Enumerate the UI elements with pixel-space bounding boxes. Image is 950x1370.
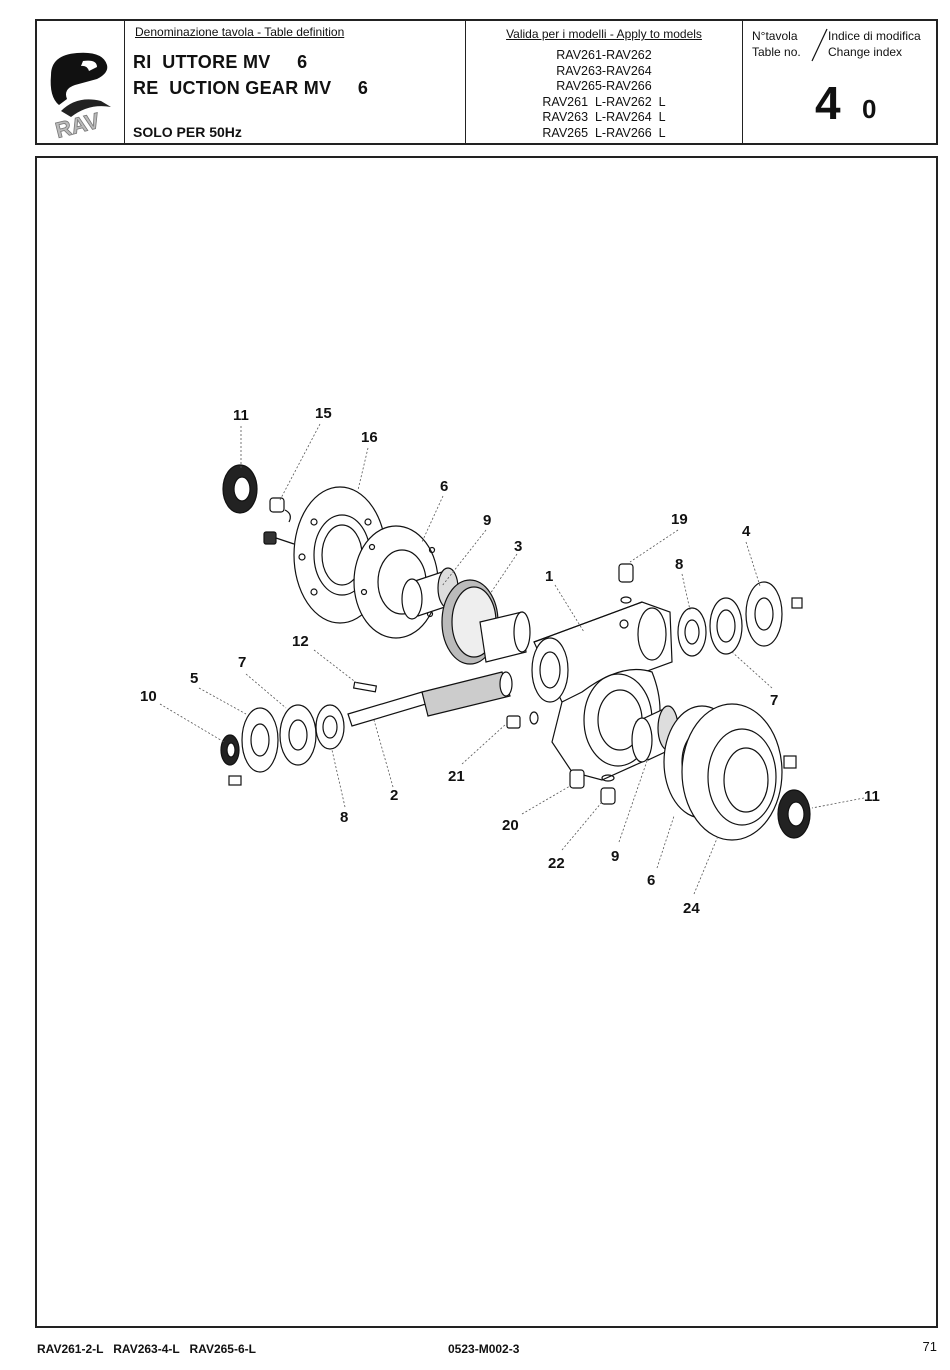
part-label: 15 [315, 405, 332, 422]
page-number: 71 [922, 1339, 937, 1354]
plug-part [506, 711, 539, 729]
logo-cell: RAV [37, 21, 125, 143]
logo-text: RAV [53, 108, 103, 143]
part-label: 21 [448, 768, 465, 785]
table-no-it: N°tavola [752, 29, 798, 43]
model-item: RAV265 L-RAV266 L [542, 125, 666, 140]
part-label: 7 [770, 692, 778, 709]
part-label: 16 [361, 429, 378, 446]
change-index-label: Indice di modifica Change index [828, 28, 921, 60]
model-item: RAV261-RAV262 [556, 48, 652, 62]
worm-shaft-part [347, 671, 513, 727]
model-item: RAV261 L-RAV262 L [542, 94, 666, 109]
part-label: 6 [440, 478, 448, 495]
part-label: 20 [502, 817, 519, 834]
breather-part [618, 563, 634, 604]
screw-part [263, 531, 295, 545]
models-cell: Valida per i modelli - Apply to models R… [466, 21, 743, 143]
table-no-label: N°tavola Table no. [752, 28, 801, 60]
title-italian: RI UTTORE MV 6 [133, 52, 308, 72]
bearing-part [315, 704, 345, 750]
models-label: Valida per i modelli - Apply to models [506, 27, 702, 41]
part-number-labels: 11 15 16 6 9 3 19 4 1 8 12 7 5 10 7 2 8 … [140, 405, 880, 917]
part-label: 7 [238, 654, 246, 671]
leader-lines [159, 423, 865, 895]
oil-seal-part [222, 464, 258, 514]
cover-part [745, 581, 803, 647]
table-number: 4 [815, 77, 841, 129]
part-label: 9 [483, 512, 491, 529]
part-label: 8 [675, 556, 683, 573]
table-no-en: Table no. [752, 45, 801, 59]
model-item: RAV263-RAV264 [556, 63, 652, 78]
slash-divider [811, 28, 828, 62]
flange-part [681, 703, 797, 841]
part-label: 5 [190, 670, 198, 687]
gasket-part [709, 597, 743, 655]
part-label: 11 [864, 788, 880, 805]
change-index-en: Change index [828, 45, 903, 59]
footer-code: 0523-M002-3 [448, 1342, 520, 1356]
models-list: RAV261-RAV262 RAV263-RAV264 RAV265-RAV26… [466, 48, 742, 141]
part-label: 8 [340, 809, 348, 826]
plug-part [269, 497, 291, 523]
bearing-part [677, 607, 707, 657]
exploded-view-diagram: 11 15 16 6 9 3 19 4 1 8 12 7 5 10 7 2 8 … [140, 405, 880, 917]
title-block: RAV Denominazione tavola - Table definit… [35, 19, 938, 145]
definition-cell: Denominazione tavola - Table definition … [125, 21, 466, 143]
part-label: 10 [140, 688, 157, 705]
oil-seal-part [220, 734, 242, 786]
part-label: 6 [647, 872, 655, 889]
change-index-it: Indice di modifica [828, 29, 921, 43]
subtitle: SOLO PER 50Hz [133, 124, 242, 140]
oil-seal-part [777, 789, 811, 839]
model-item: RAV265-RAV266 [556, 79, 652, 93]
rav-logo: RAV [50, 52, 111, 143]
gasket-part [279, 704, 317, 766]
definition-label: Denominazione tavola - Table definition [135, 25, 345, 39]
plug-part [569, 769, 585, 789]
parts-drawing [220, 464, 811, 841]
table-number-cell: N°tavola Table no. Indice di modifica Ch… [743, 21, 936, 143]
change-index-number: 0 [862, 94, 877, 124]
part-label: 9 [611, 848, 619, 865]
footer-models: RAV261-2-L RAV263-4-L RAV265-6-L [37, 1342, 256, 1356]
title-english: RE UCTION GEAR MV 6 [133, 78, 369, 98]
model-item: RAV263 L-RAV264 L [542, 110, 666, 124]
part-label: 1 [545, 568, 553, 585]
housing-part [531, 601, 673, 781]
worm-wheel-part [441, 579, 531, 665]
key-part [352, 681, 378, 693]
drawing-frame: 11 15 16 6 9 3 19 4 1 8 12 7 5 10 7 2 8 … [35, 156, 938, 1328]
part-label: 19 [671, 511, 688, 528]
part-label: 3 [514, 538, 522, 555]
plug-part [600, 774, 616, 805]
part-label: 22 [548, 855, 565, 872]
part-label: 11 [233, 407, 249, 424]
part-label: 4 [742, 523, 751, 540]
part-label: 24 [683, 900, 700, 917]
cover-part [241, 707, 279, 773]
part-label: 2 [390, 787, 398, 804]
part-label: 12 [292, 633, 309, 650]
